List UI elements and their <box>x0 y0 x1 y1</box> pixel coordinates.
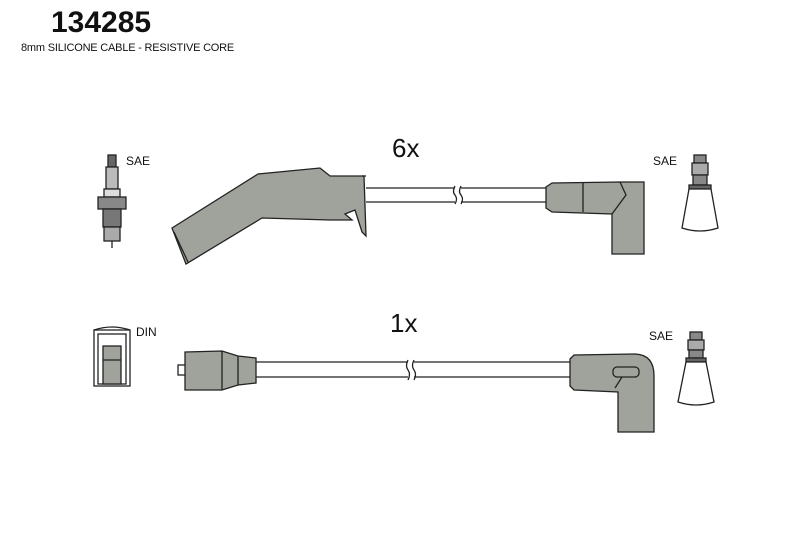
spark-plug-icon <box>97 154 127 248</box>
row1-cable <box>366 185 546 205</box>
row2-right-sae-terminal-icon <box>677 331 715 406</box>
row1-left-boot-icon <box>171 167 367 265</box>
part-number: 134285 <box>51 6 152 39</box>
row2-left-terminal-label: DIN <box>136 325 157 339</box>
row2-cable <box>256 359 570 381</box>
row1-left-terminal-label: SAE <box>126 154 151 168</box>
row2-right-terminal-label: SAE <box>649 329 674 343</box>
row2-right-boot-icon <box>569 353 655 433</box>
row1-right-boot-icon <box>545 181 645 255</box>
row1-quantity: 6x <box>392 133 420 163</box>
row2-left-boot-icon <box>177 350 257 391</box>
din-terminal-icon <box>93 326 131 387</box>
row1-right-terminal-label: SAE <box>653 154 678 168</box>
row1-right-sae-terminal-icon <box>681 154 719 232</box>
row2-quantity: 1x <box>390 308 418 338</box>
cable-description: 8mm SILICONE CABLE - RESISTIVE CORE <box>21 42 235 54</box>
